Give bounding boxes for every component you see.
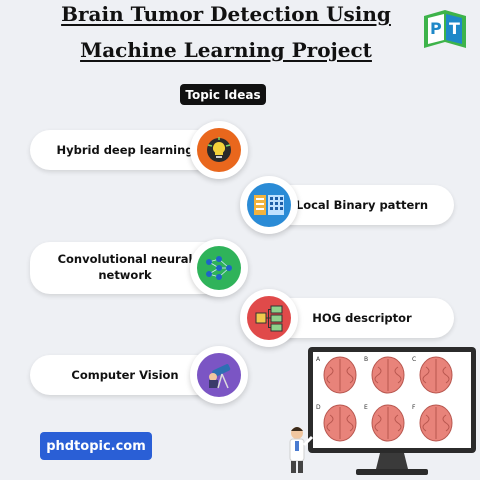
brain-folds xyxy=(374,359,402,391)
brain-folds xyxy=(374,407,402,439)
topic-label: Hybrid deep learning xyxy=(56,143,194,157)
doctor-figure xyxy=(289,427,314,473)
telescope-icon xyxy=(197,353,241,397)
topic-card-convolutional-neural-network: Convolutional neural network xyxy=(30,242,220,294)
topic-label: Convolutional neural network xyxy=(57,252,193,282)
topic-icon-ring xyxy=(240,289,298,347)
scan-panel-label: F xyxy=(412,404,416,411)
topic-card-hybrid-deep-learning: Hybrid deep learning xyxy=(30,130,220,170)
topic-icon-ring xyxy=(190,121,248,179)
scan-panel-label: E xyxy=(364,404,368,411)
topic-icon-ring xyxy=(240,176,298,234)
topic-ideas-badge: Topic Ideas xyxy=(180,84,266,105)
brain-folds xyxy=(422,359,450,391)
scan-panel-label: B xyxy=(364,356,368,363)
site-url-badge: phdtopic.com xyxy=(40,432,152,460)
topic-label: Computer Vision xyxy=(71,368,179,382)
brain-folds xyxy=(422,407,450,439)
topic-card-local-binary-pattern: Local Binary pattern xyxy=(270,185,454,225)
topic-card-computer-vision: Computer Vision xyxy=(30,355,220,395)
scan-panel-label: D xyxy=(316,404,321,411)
topic-label: HOG descriptor xyxy=(312,311,412,325)
logo-letter-t: T xyxy=(449,19,460,38)
page-title-line-1: Brain Tumor Detection Using xyxy=(61,2,391,26)
topic-icon-ring xyxy=(190,239,248,297)
neural-network-icon xyxy=(197,246,241,290)
topic-card-hog-descriptor: HOG descriptor xyxy=(270,298,454,338)
brain-folds xyxy=(326,407,354,439)
topic-icon-ring xyxy=(190,346,248,404)
phdtopic-logo: P T xyxy=(424,10,466,48)
page-title-line-2: Machine Learning Project xyxy=(80,38,372,62)
scan-panel-label: C xyxy=(412,356,416,363)
lightbulb-brain-icon xyxy=(197,128,241,172)
flowchart-icon xyxy=(247,296,291,340)
monitor-base xyxy=(356,469,428,475)
brain-scan-monitor-illustration: A B C D E F xyxy=(289,347,476,475)
brain-folds xyxy=(326,359,354,391)
scan-panel-label: A xyxy=(316,356,321,363)
binary-pattern-icon xyxy=(247,183,291,227)
topic-label: Local Binary pattern xyxy=(295,198,429,212)
monitor-stand xyxy=(376,453,408,469)
logo-letter-p: P xyxy=(430,19,442,38)
